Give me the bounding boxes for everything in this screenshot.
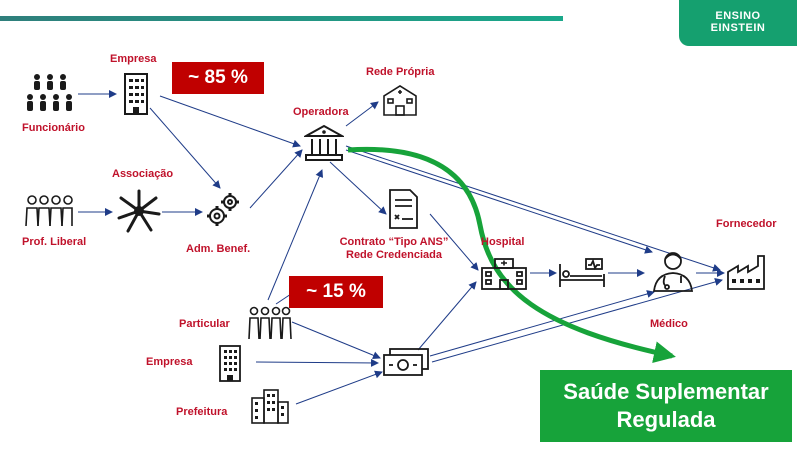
contract-document-icon (389, 189, 418, 229)
office-building-icon (124, 73, 148, 115)
arrow-operadora-contrato (329, 161, 387, 215)
professionals-icon (25, 195, 73, 227)
city-hall-icon (251, 389, 289, 424)
hospital-icon (481, 258, 527, 290)
regulated-health-box: Saúde Suplementar Regulada (540, 370, 792, 442)
node-label-funcionario: Funcionário (22, 122, 85, 134)
brand-line-2: EINSTEIN (710, 22, 766, 34)
gears-icon (207, 193, 239, 226)
brand-logo: ENSINO EINSTEIN (679, 0, 797, 46)
arrow-particular-operadora (267, 169, 324, 301)
regulated-flow-arrow (347, 146, 676, 364)
people-group-icon (27, 74, 72, 111)
arrow-pagamento-hospital (417, 281, 477, 351)
regulated-health-line-1: Saúde Suplementar (563, 379, 769, 404)
private-people-icon (248, 306, 292, 340)
company-building-icon (219, 345, 241, 382)
regulated-health-line-2: Regulada (616, 407, 716, 432)
header-rule (0, 16, 563, 21)
arrow-contrato-hospital (429, 213, 479, 271)
arrow-empresa-pagamento (255, 358, 379, 367)
node-label-medico: Médico (650, 318, 688, 330)
node-label-hospital: Hospital (481, 236, 525, 248)
share-badge-15: ~ 15 % (289, 276, 383, 308)
contrato-line-1: Contrato “Tipo ANS” (339, 236, 449, 248)
node-label-prof-liberal: Prof. Liberal (22, 236, 87, 248)
node-label-rede-propria: Rede Própria (366, 66, 435, 78)
arrow-empresa-admbenef (149, 107, 221, 189)
arrow-prefeitura-pagamento (295, 370, 383, 405)
node-label-associacao: Associação (112, 168, 174, 180)
arrow-particular-pagamento (291, 321, 381, 360)
arrow-pagamento-medico (429, 290, 655, 357)
money-bills-icon (383, 348, 429, 376)
bank-institution-icon (304, 124, 344, 161)
arrow-empresa-operadora (159, 95, 301, 148)
factory-icon (727, 255, 765, 290)
contrato-line-2: Rede Credenciada (346, 249, 442, 261)
handshake-circle-icon (117, 189, 161, 233)
arrow-admbenef-operadora (249, 149, 303, 209)
patient-bed-icon (559, 258, 605, 287)
arrow-operadora-fornecedor (345, 145, 721, 272)
node-label-particular: Particular (179, 318, 230, 330)
node-label-adm-benef: Adm. Benef. (186, 243, 251, 255)
node-label-empresa-top: Empresa (110, 53, 157, 65)
node-label-prefeitura: Prefeitura (176, 406, 228, 418)
hospital-building-icon (383, 85, 417, 116)
share-badge-85: ~ 85 % (172, 62, 264, 94)
arrow-pagamento-fornecedor (431, 278, 723, 363)
brand-line-1: ENSINO (715, 10, 761, 22)
node-label-contrato: Contrato “Tipo ANS” Rede Credenciada (330, 236, 458, 262)
arrow-operadora-redepropria (345, 101, 379, 127)
node-label-operadora: Operadora (293, 106, 349, 118)
doctor-icon (652, 252, 694, 292)
node-label-empresa-bottom: Empresa (146, 356, 193, 368)
arrow-operadora-medico (345, 149, 653, 254)
node-label-fornecedor: Fornecedor (716, 218, 777, 230)
